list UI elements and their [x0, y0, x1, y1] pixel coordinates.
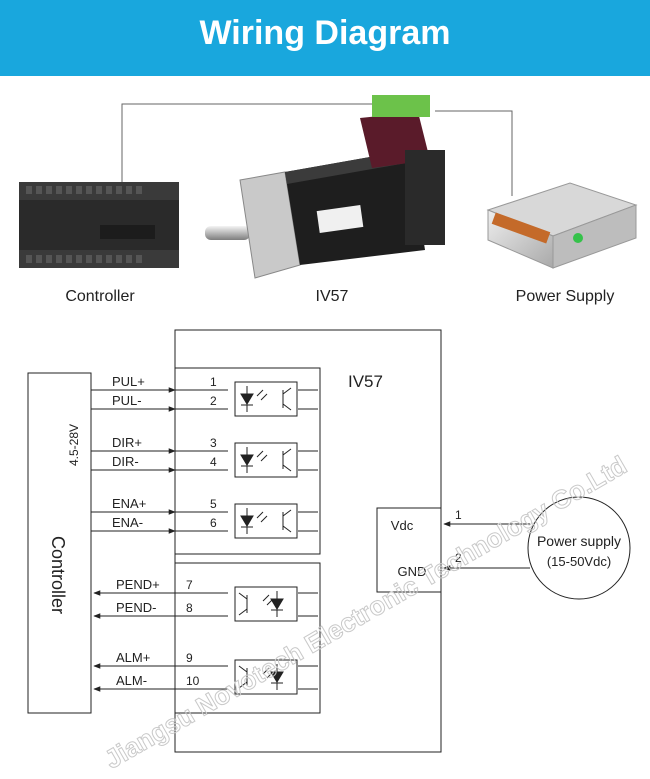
optocoupler-icon [234, 442, 298, 478]
power-supply-caption: Power Supply [516, 288, 615, 305]
output-label-plus: PEND+ [116, 577, 160, 592]
controller-image [19, 182, 179, 268]
optocoupler-icon [234, 659, 298, 695]
power-terminal-box [376, 507, 442, 593]
voltage-label: 4.5-28V [67, 424, 81, 466]
controller-box [27, 372, 92, 714]
header-banner: Wiring Diagram [0, 0, 650, 76]
pin-number: 3 [210, 436, 217, 450]
output-group-box [174, 562, 321, 714]
output-label-plus: ALM+ [116, 650, 150, 665]
input-label-minus: ENA- [112, 515, 143, 530]
output-channel: ALM+ ALM- 9 10 [93, 650, 318, 695]
gnd-label: GND [398, 564, 427, 579]
power-supply-circle [527, 496, 631, 600]
output-label-minus: PEND- [116, 600, 156, 615]
input-group-box [174, 367, 321, 555]
pin-number: 9 [186, 651, 193, 665]
input-channel: DIR+ DIR- 3 4 [91, 435, 318, 478]
input-channel: PUL+ PUL- 1 2 [91, 374, 318, 417]
page-title: Wiring Diagram [199, 14, 451, 52]
output-channel: PEND+ PEND- 7 8 [93, 577, 318, 622]
motor-image [205, 95, 445, 279]
power-supply-range: (15-50Vdc) [547, 554, 611, 569]
power-supply-image [486, 182, 638, 269]
pin-number: 10 [186, 674, 200, 688]
input-label-plus: PUL+ [112, 374, 145, 389]
pin-number: 4 [210, 455, 217, 469]
input-label-minus: PUL- [112, 393, 142, 408]
motor-caption: IV57 [316, 288, 349, 305]
vdc-label: Vdc [391, 518, 414, 533]
pin-number: 2 [210, 394, 217, 408]
pin-gnd: 2 [455, 551, 462, 565]
pin-number: 1 [210, 375, 217, 389]
product-connection-lines [121, 103, 513, 196]
optocoupler-icon [234, 586, 298, 622]
controller-caption: Controller [65, 288, 135, 305]
optocoupler-icon [234, 381, 298, 417]
pin-number: 5 [210, 497, 217, 511]
pin-vdc: 1 [455, 508, 462, 522]
pin-number: 7 [186, 578, 193, 592]
optocoupler-icon [234, 503, 298, 539]
power-supply-label: Power supply [537, 533, 621, 549]
pin-number: 8 [186, 601, 193, 615]
drive-label: IV57 [348, 372, 383, 391]
input-channel: ENA+ ENA- 5 6 [91, 496, 318, 539]
controller-label: Controller [48, 536, 68, 614]
watermark: Jiangsu Novotech Electronic Technology C… [99, 450, 632, 775]
input-label-plus: ENA+ [112, 496, 146, 511]
output-label-minus: ALM- [116, 673, 147, 688]
pin-number: 6 [210, 516, 217, 530]
power-section: Vdc GND 1 2 Power supply (15-50Vdc) [391, 496, 631, 600]
input-label-plus: DIR+ [112, 435, 142, 450]
input-label-minus: DIR- [112, 454, 139, 469]
